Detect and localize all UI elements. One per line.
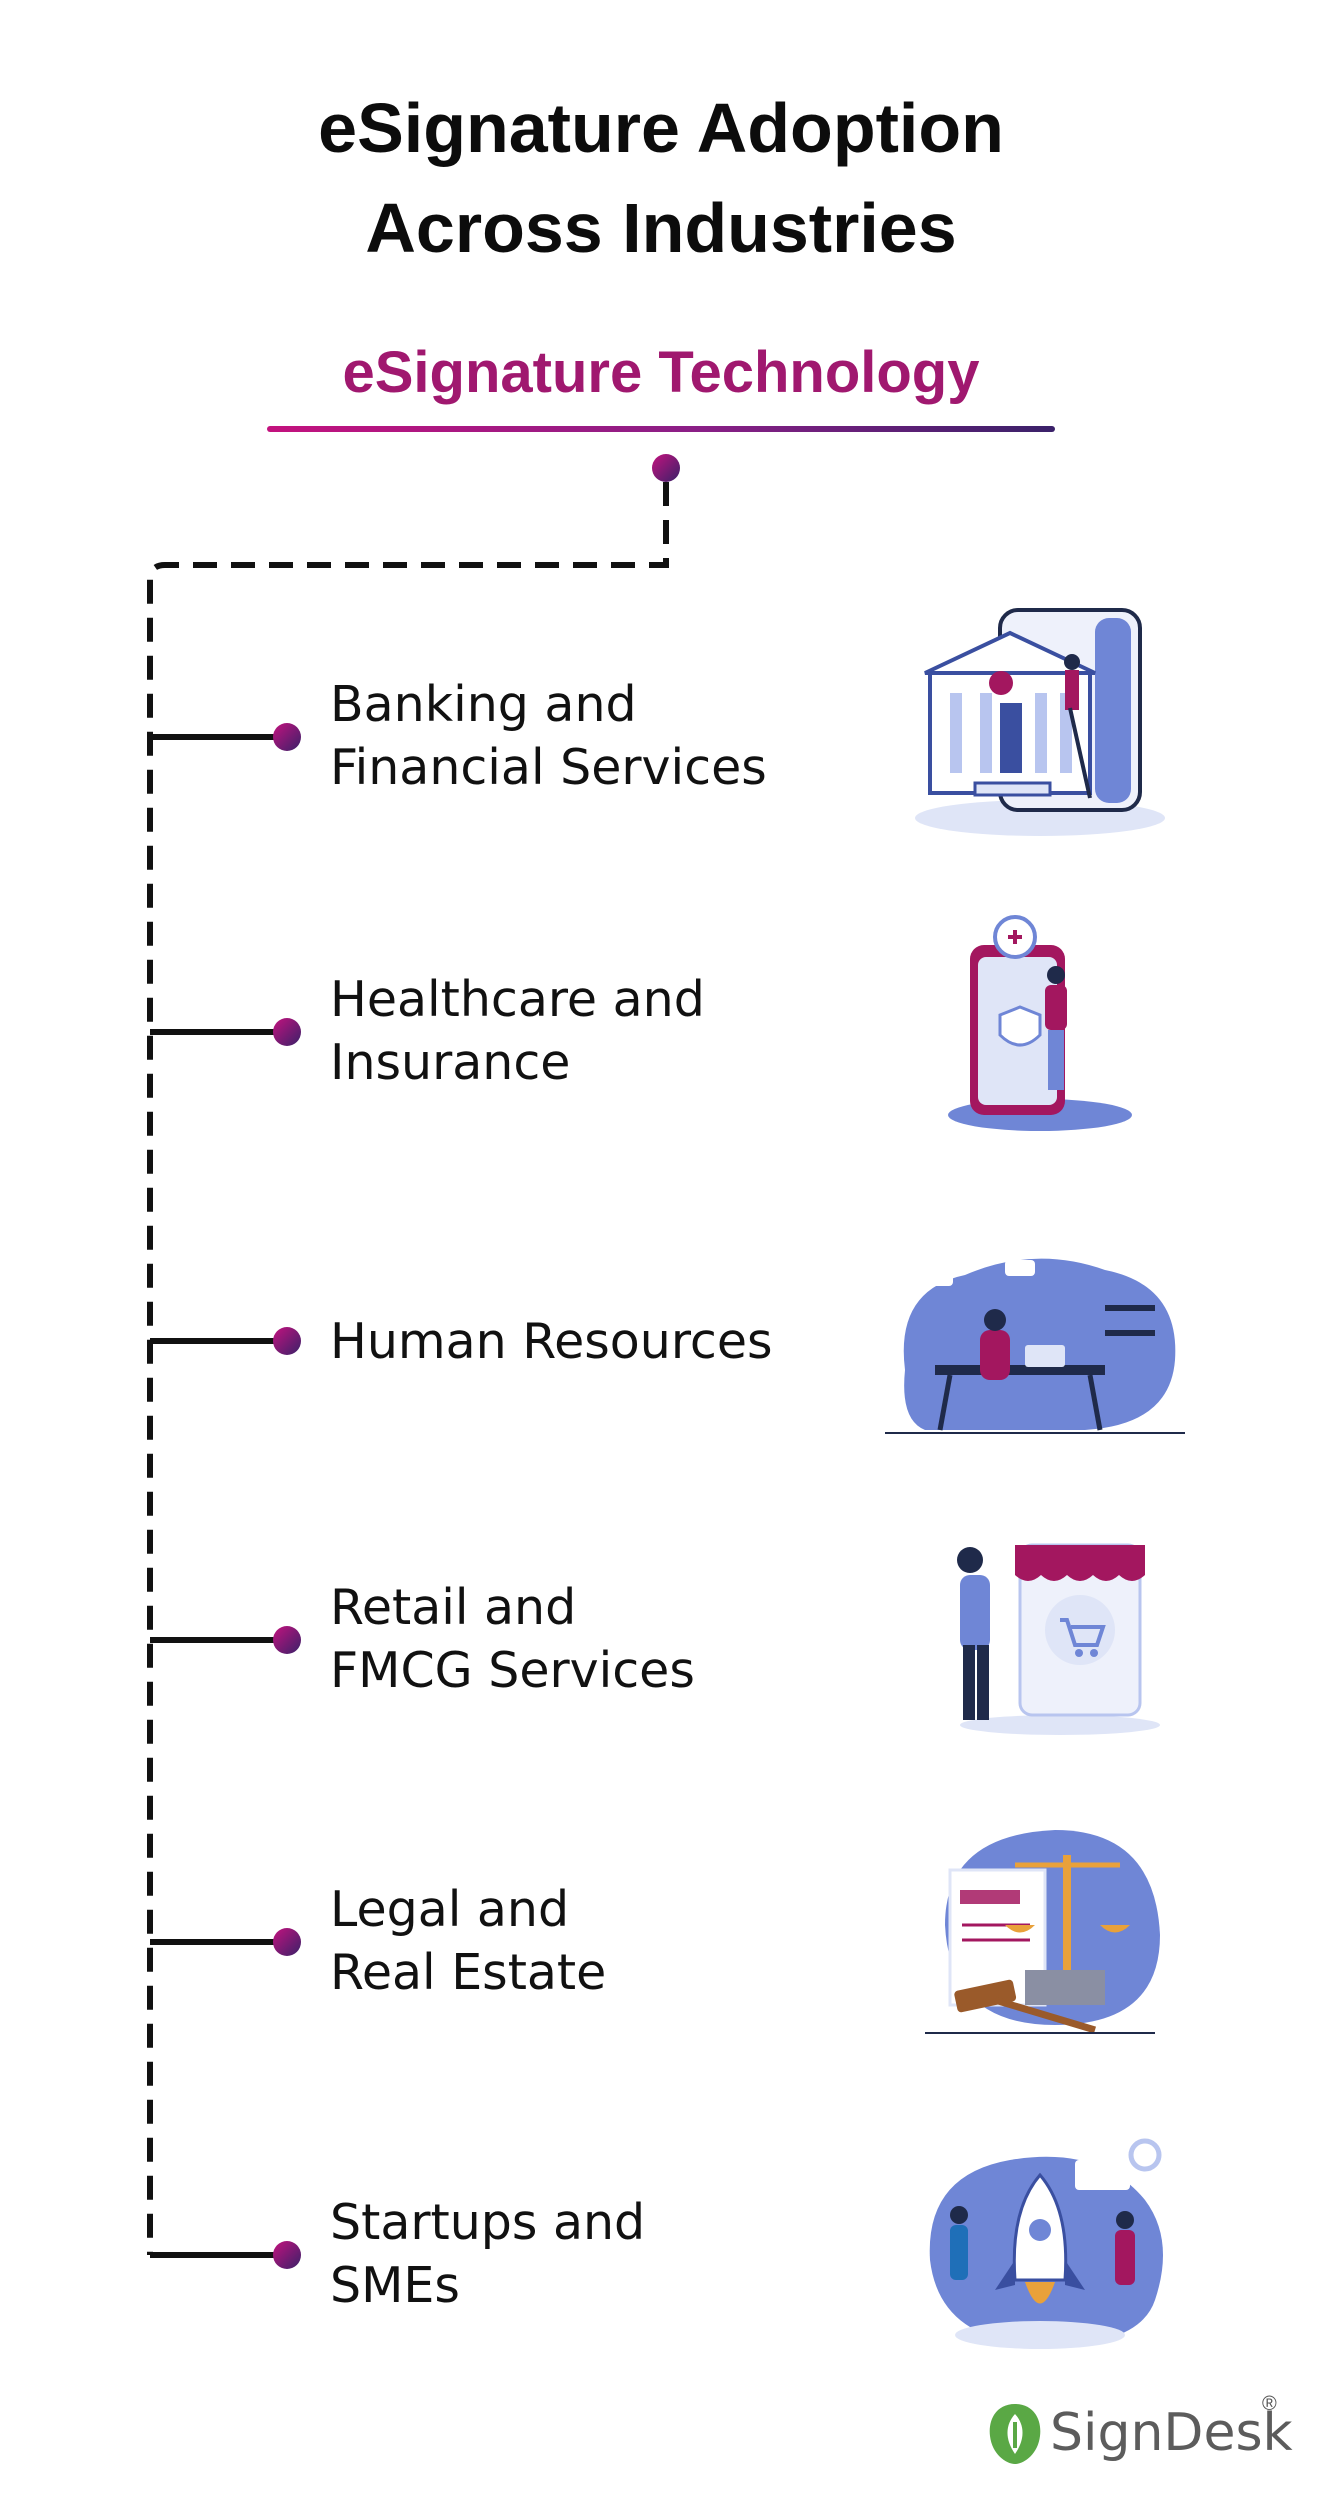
root-node-label: eSignature Technology [342, 340, 980, 405]
rocket-launch-icon [929, 2138, 1163, 2349]
root-underline [267, 426, 1055, 432]
title-line-1: eSignature Adoption [318, 89, 1004, 167]
registered-mark: ® [1262, 2393, 1277, 2415]
branch-startups [150, 2241, 301, 2269]
trunk-line [147, 482, 669, 2255]
branch-hr [150, 1327, 301, 1355]
shop-cart-icon [957, 1543, 1160, 1735]
branch-healthcare [150, 1018, 301, 1046]
office-desk-icon [885, 1258, 1185, 1434]
root-dot [652, 454, 680, 482]
industry-label-hr: Human Resources [330, 1313, 773, 1370]
signdesk-logo-text: SignDesk [1050, 2403, 1293, 2463]
branch-legal [150, 1928, 301, 1956]
bank-building-icon [915, 608, 1165, 836]
branch-retail [150, 1626, 301, 1654]
page-title: eSignature Adoption Across Industries [0, 78, 1322, 278]
law-scale-icon [925, 1830, 1160, 2034]
title-line-2: Across Industries [365, 189, 957, 267]
branch-banking [150, 723, 301, 751]
health-phone-icon [948, 915, 1132, 1131]
signdesk-logo-icon [989, 2404, 1041, 2464]
